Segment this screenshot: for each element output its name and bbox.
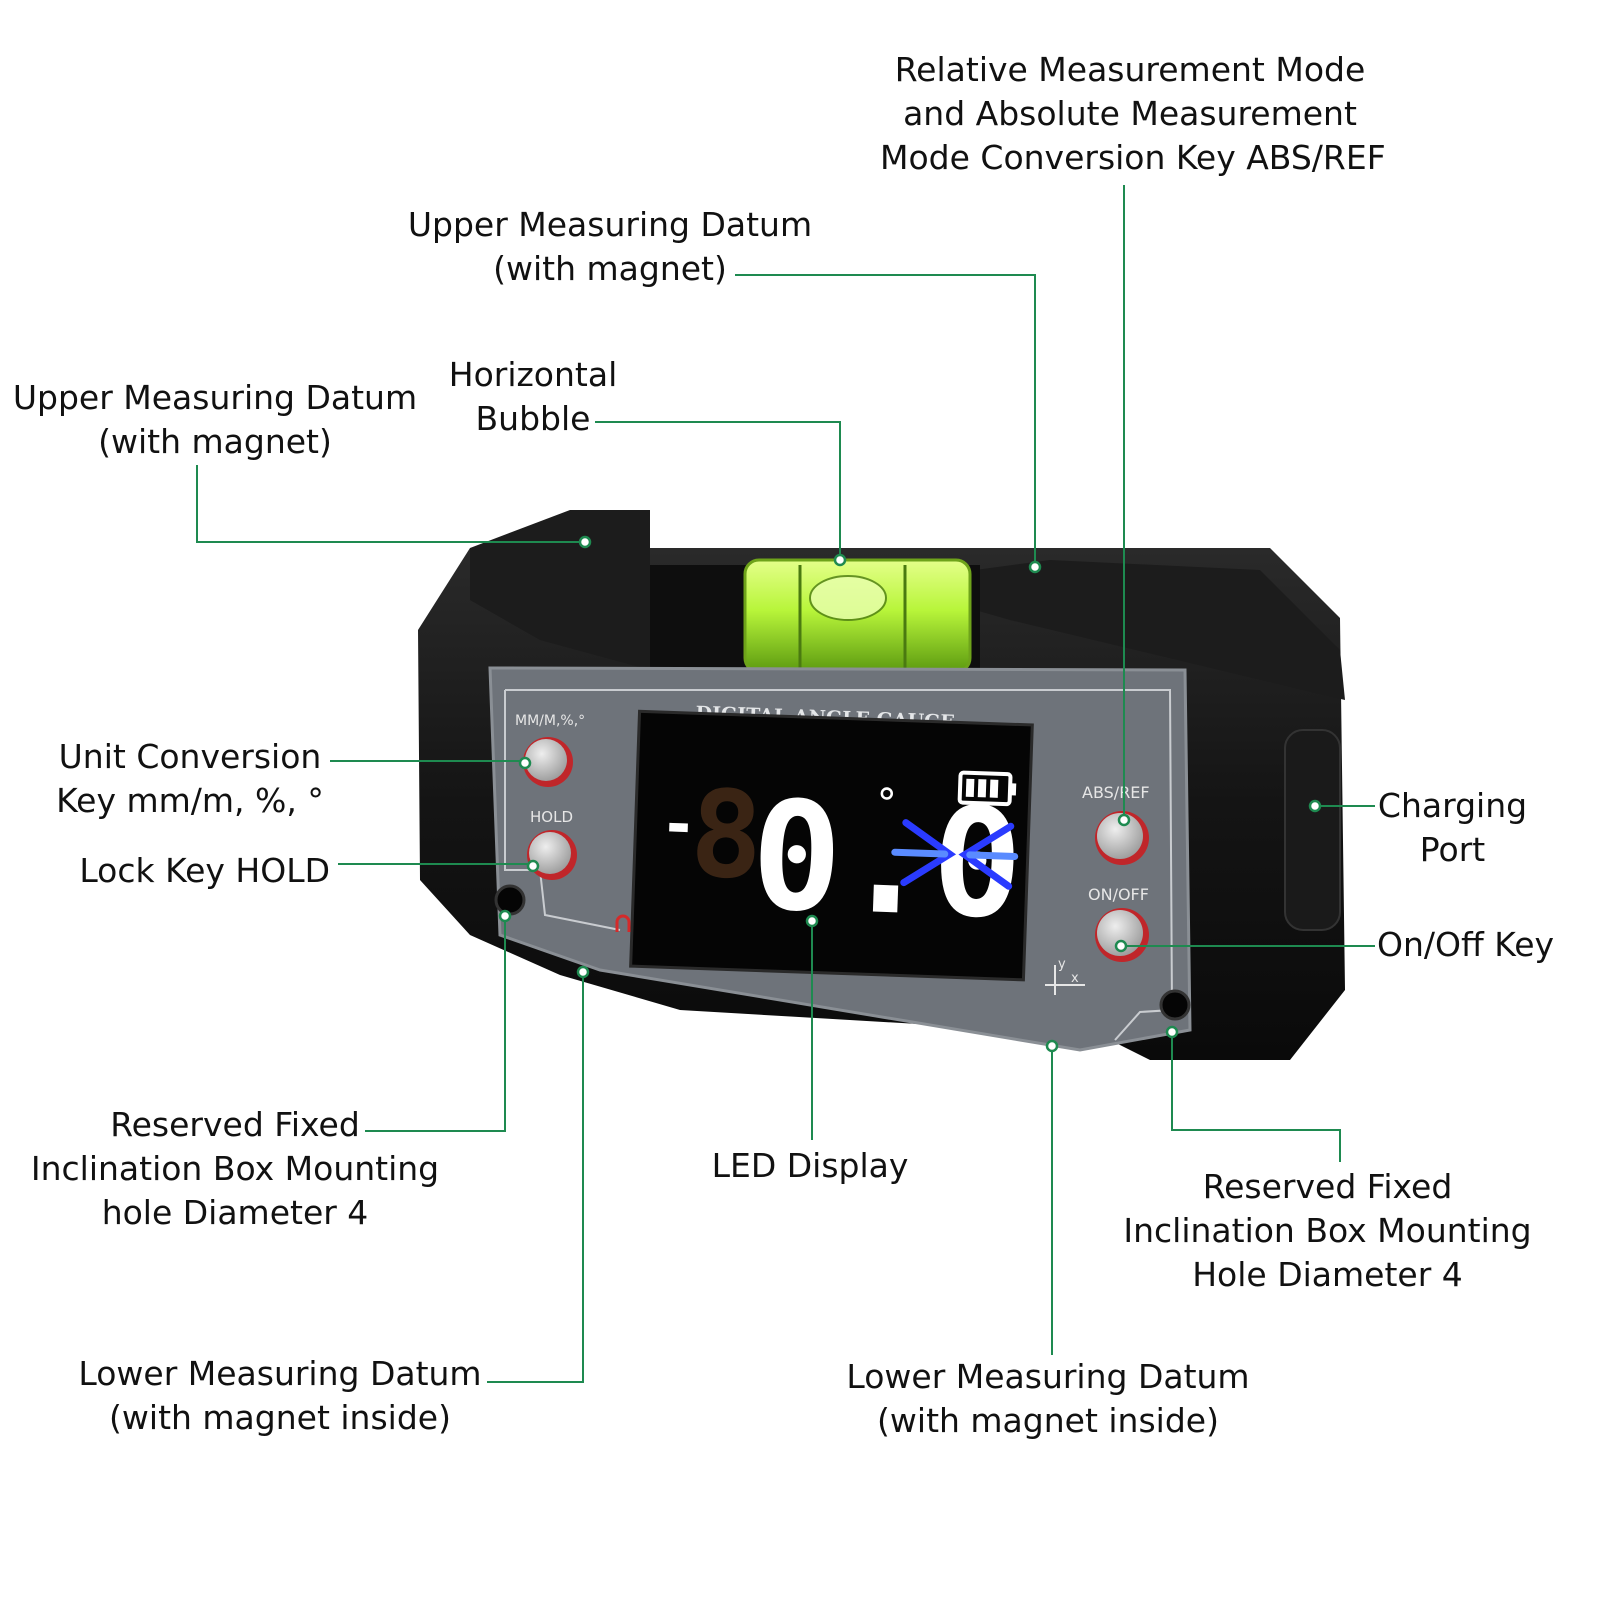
mounting-hole-right — [1159, 989, 1191, 1021]
device: DIGITAL ANGLE GAUGE - 8 0.0 ° MM/M,%,° — [418, 510, 1345, 1060]
callout-hole-right: Reserved Fixed Inclination Box Mounting … — [1123, 1167, 1532, 1294]
callout-lower-datum-right: Lower Measuring Datum (with magnet insid… — [846, 1357, 1250, 1440]
leader-upper-datum-left — [196, 465, 585, 543]
led-display — [629, 709, 1034, 982]
leader-upper-datum-right — [735, 274, 1036, 567]
callout-upper-datum-left: Upper Measuring Datum (with magnet) — [12, 378, 418, 461]
upper-datum-left-block — [470, 510, 650, 670]
horizontal-bubble — [743, 558, 972, 674]
leader-hole-right — [1171, 1032, 1341, 1162]
key-hold-label: HOLD — [530, 808, 573, 826]
leader-dots — [498, 535, 1322, 1053]
callout-charging: Charging Port — [1377, 786, 1528, 869]
level-indicator-icon — [891, 819, 1019, 890]
battery-icon — [957, 770, 1017, 807]
display-readout: - 8 0.0 ° — [659, 765, 1025, 953]
display-sign: - — [659, 789, 698, 860]
charging-port-cover — [1284, 729, 1341, 931]
callout-onoff: On/Off Key — [1377, 925, 1555, 964]
callout-unit-key: Unit Conversion Key mm/m, %, ° — [56, 737, 324, 820]
callout-lower-datum-left: Lower Measuring Datum (with magnet insid… — [78, 1354, 482, 1437]
callout-led: LED Display — [711, 1146, 909, 1185]
mounting-hole-left — [494, 884, 526, 916]
callout-hold-key: Lock Key HOLD — [79, 851, 330, 890]
on-off-key[interactable] — [1095, 908, 1149, 962]
unit-conversion-key[interactable] — [523, 737, 573, 787]
axis-x-label: x — [1071, 971, 1079, 986]
display-ghost-digit: 8 — [688, 765, 765, 906]
axis-icon — [1045, 965, 1085, 995]
hold-key[interactable] — [527, 830, 577, 880]
abs-ref-key[interactable] — [1095, 811, 1149, 865]
callout-abs-ref: Relative Measurement Mode and Absolute M… — [880, 50, 1386, 177]
key-onoff-label: ON/OFF — [1088, 885, 1149, 904]
callout-upper-datum-right: Upper Measuring Datum (with magnet) — [407, 205, 813, 288]
callout-bubble: Horizontal Bubble — [448, 355, 618, 438]
leader-bubble — [595, 421, 841, 560]
display-unit: ° — [876, 781, 898, 828]
magnet-icon — [615, 914, 631, 932]
leader-hole-left — [365, 916, 506, 1132]
upper-datum-right-block — [975, 560, 1345, 700]
leader-lines — [196, 185, 1375, 1383]
leader-lower-left — [487, 972, 584, 1383]
key-absref-label: ABS/REF — [1082, 783, 1150, 802]
key-unit-label: MM/M,%,° — [515, 713, 585, 729]
axis-y-label: y — [1058, 957, 1066, 972]
callout-hole-left: Reserved Fixed Inclination Box Mounting … — [30, 1105, 440, 1232]
